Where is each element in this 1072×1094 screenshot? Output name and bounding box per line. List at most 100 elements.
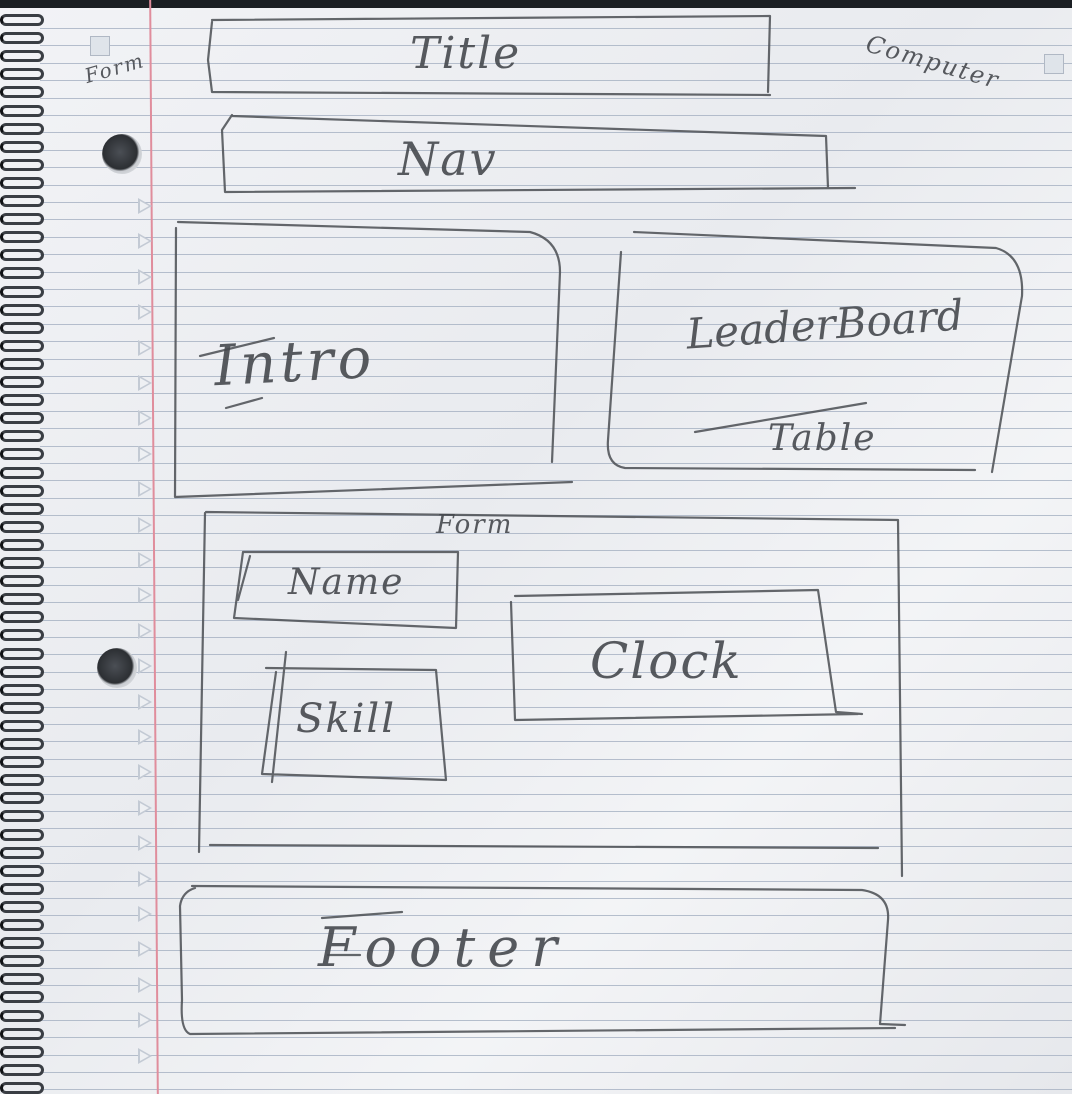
intro-flourish bbox=[198, 336, 276, 410]
ruled-line bbox=[40, 968, 1072, 969]
spiral-coil bbox=[0, 792, 44, 804]
spiral-coil bbox=[0, 358, 44, 370]
ruled-line bbox=[40, 672, 1072, 673]
margin-triangle bbox=[138, 1012, 152, 1028]
spiral-coil bbox=[0, 756, 44, 768]
ruled-line bbox=[40, 219, 1072, 220]
ruled-line bbox=[40, 393, 1072, 394]
spiral-coil bbox=[0, 1010, 44, 1022]
ruled-line bbox=[40, 533, 1072, 534]
spiral-coil bbox=[0, 955, 44, 967]
spiral-coil bbox=[0, 177, 44, 189]
spiral-coil bbox=[0, 1046, 44, 1058]
ruled-line bbox=[40, 289, 1072, 290]
ruled-line bbox=[40, 567, 1072, 568]
margin-triangle bbox=[138, 694, 152, 710]
punch-hole-top bbox=[102, 134, 142, 174]
ruled-line bbox=[40, 776, 1072, 777]
spiral-coil bbox=[0, 738, 44, 750]
form-label: Form bbox=[436, 510, 514, 540]
spiral-coil bbox=[0, 1082, 44, 1094]
ruled-line bbox=[40, 950, 1072, 951]
spiral-coil bbox=[0, 485, 44, 497]
ruled-line bbox=[40, 585, 1072, 586]
spiral-coil bbox=[0, 340, 44, 352]
nav-label: Nav bbox=[398, 132, 498, 186]
ruled-line bbox=[40, 132, 1072, 133]
spiral-coil bbox=[0, 448, 44, 460]
spiral-coil bbox=[0, 267, 44, 279]
ruled-line bbox=[40, 828, 1072, 829]
margin-triangle bbox=[138, 977, 152, 993]
spiral-coil bbox=[0, 919, 44, 931]
ruled-line bbox=[40, 480, 1072, 481]
spiral-coil bbox=[0, 991, 44, 1003]
ruled-line bbox=[40, 428, 1072, 429]
spiral-coil bbox=[0, 86, 44, 98]
clock-box bbox=[509, 588, 864, 722]
spiral-coil bbox=[0, 195, 44, 207]
ruled-line bbox=[40, 689, 1072, 690]
spiral-coil bbox=[0, 702, 44, 714]
spiral-coil bbox=[0, 593, 44, 605]
ruled-line bbox=[40, 1037, 1072, 1038]
margin-triangle bbox=[138, 587, 152, 603]
ruled-line bbox=[40, 620, 1072, 621]
spiral-coil bbox=[0, 1028, 44, 1040]
ruled-line bbox=[40, 446, 1072, 447]
spiral-coil bbox=[0, 231, 44, 243]
ruled-line bbox=[40, 306, 1072, 307]
margin-triangle bbox=[138, 871, 152, 887]
spiral-coil bbox=[0, 105, 44, 117]
skill-field-box bbox=[260, 650, 448, 784]
paper-logo-mark-left bbox=[90, 36, 110, 56]
ruled-line bbox=[40, 863, 1072, 864]
ruled-line bbox=[40, 463, 1072, 464]
margin-triangle bbox=[138, 906, 152, 922]
margin-triangle bbox=[138, 269, 152, 285]
form-box bbox=[197, 510, 904, 878]
spiral-coil bbox=[0, 213, 44, 225]
ruled-line bbox=[40, 915, 1072, 916]
ruled-line bbox=[40, 985, 1072, 986]
spiral-coil bbox=[0, 394, 44, 406]
spiral-coil bbox=[0, 521, 44, 533]
margin-triangle bbox=[138, 446, 152, 462]
ruled-line bbox=[40, 150, 1072, 151]
ruled-line bbox=[40, 498, 1072, 499]
name-field-box bbox=[232, 550, 460, 630]
spiral-coil bbox=[0, 503, 44, 515]
nav-box bbox=[220, 113, 857, 194]
spiral-coil bbox=[0, 32, 44, 44]
margin-triangle bbox=[138, 623, 152, 639]
margin-triangle bbox=[138, 658, 152, 674]
spiral-coil bbox=[0, 629, 44, 641]
margin-triangle bbox=[138, 552, 152, 568]
margin-triangle bbox=[138, 340, 152, 356]
ruled-line bbox=[40, 411, 1072, 412]
ruled-line bbox=[40, 741, 1072, 742]
ruled-line bbox=[40, 272, 1072, 273]
spiral-coil bbox=[0, 304, 44, 316]
ruled-line bbox=[40, 707, 1072, 708]
spiral-coil bbox=[0, 684, 44, 696]
spiral-coil bbox=[0, 847, 44, 859]
ruled-line bbox=[40, 759, 1072, 760]
footer-box bbox=[178, 884, 907, 1036]
ruled-line bbox=[40, 28, 1072, 29]
spiral-coil bbox=[0, 666, 44, 678]
spiral-coil bbox=[0, 141, 44, 153]
ruled-line bbox=[40, 881, 1072, 882]
margin-triangle bbox=[138, 1048, 152, 1064]
ruled-line bbox=[40, 550, 1072, 551]
spiral-coil bbox=[0, 774, 44, 786]
spiral-coil bbox=[0, 249, 44, 261]
leaderboard-box bbox=[606, 230, 1024, 474]
spiral-coil bbox=[0, 467, 44, 479]
ruled-line bbox=[40, 654, 1072, 655]
spiral-coil bbox=[0, 322, 44, 334]
spiral-coil bbox=[0, 430, 44, 442]
skill-field-label: Skill bbox=[296, 696, 397, 742]
ruled-line bbox=[40, 98, 1072, 99]
